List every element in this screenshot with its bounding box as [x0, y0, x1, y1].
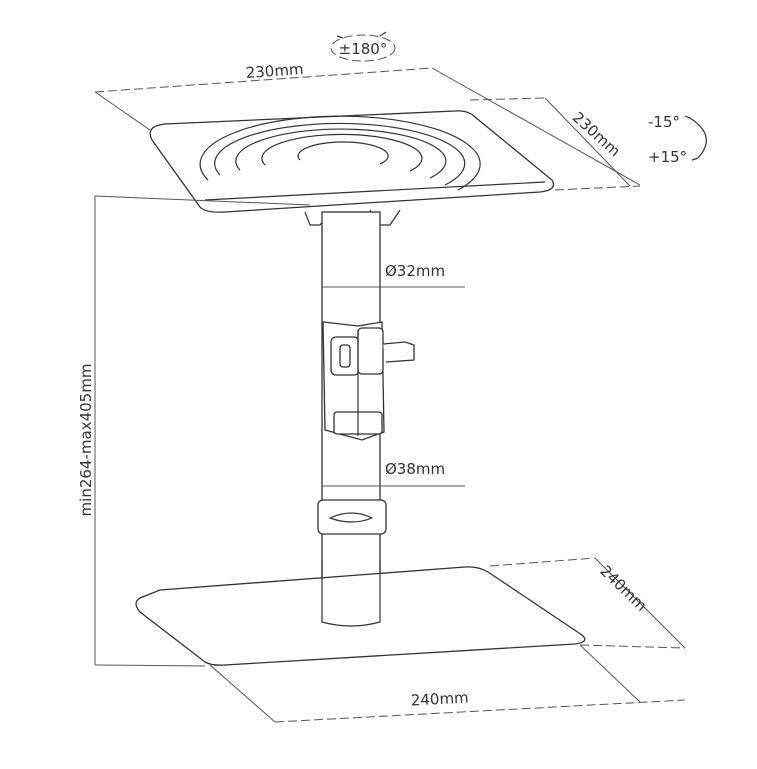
height-clamp — [322, 321, 415, 441]
base-depth-label: 240mm — [596, 562, 650, 615]
base-plate — [135, 560, 586, 666]
base-width-dimension: 240mm — [209, 644, 686, 723]
base-width-label: 240mm — [410, 689, 469, 710]
lower-tube-label: Ø38mm — [385, 460, 445, 478]
upper-tube-label: Ø32mm — [385, 262, 445, 280]
rotation-label: ±180° — [339, 40, 388, 58]
height-dimension: min264-max405mm — [77, 195, 311, 667]
tilt-minus-label: -15° — [648, 113, 680, 131]
top-width-label: 230mm — [245, 60, 304, 82]
top-width-dimension: 230mm — [94, 60, 433, 131]
height-range-label: min264-max405mm — [77, 364, 95, 517]
tilt-indicator: -15° +15° — [648, 113, 707, 166]
tilt-plus-label: +15° — [648, 148, 687, 166]
top-depth-label: 230mm — [569, 108, 624, 160]
pole-collar — [317, 499, 387, 535]
top-plate — [149, 110, 555, 226]
pole: Ø32mm Ø38mm — [317, 211, 465, 623]
rotation-indicator: ±180° — [330, 31, 396, 62]
plate-grip-rings — [199, 115, 481, 191]
